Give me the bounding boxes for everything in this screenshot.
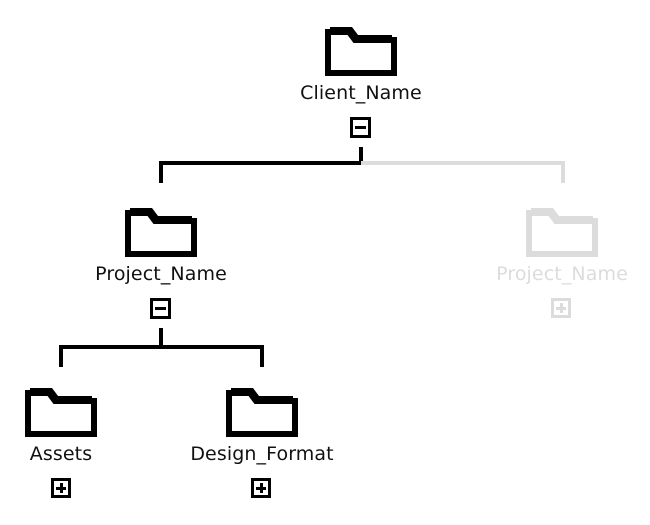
minus-icon [355,126,366,129]
connector-root-bus-right [361,161,565,165]
node-label: Project_Name [496,263,628,285]
folder-icon [125,203,197,257]
connector-drop-project-left [159,161,163,183]
node-label: Client_Name [300,82,422,104]
node-assets[interactable]: Assets [0,383,161,465]
node-design-format[interactable]: Design_Format [162,383,362,465]
connector-root-bus-left [159,161,363,165]
expander-project-name-left[interactable] [150,298,171,319]
expander-design-format[interactable] [251,478,271,498]
node-project-name-right[interactable]: Project_Name [462,203,650,285]
node-label: Assets [29,443,93,465]
folder-icon [25,383,97,437]
expander-client-name[interactable] [350,117,371,138]
expander-assets[interactable] [51,478,71,498]
folder-icon [325,22,397,76]
connector-project-bus [59,345,264,349]
connector-drop-design-format [260,345,264,367]
folder-icon [526,203,598,257]
connector-project-stem [159,328,163,347]
node-label: Project_Name [95,263,227,285]
node-project-name-left[interactable]: Project_Name [61,203,261,285]
connector-drop-project-right [561,161,565,183]
node-label: Design_Format [190,443,334,465]
node-client-name[interactable]: Client_Name [261,22,461,104]
folder-icon [226,383,298,437]
expander-project-name-right[interactable] [551,298,571,318]
connector-root-stem [359,147,363,165]
connector-drop-assets [59,345,63,367]
minus-icon [155,307,166,310]
